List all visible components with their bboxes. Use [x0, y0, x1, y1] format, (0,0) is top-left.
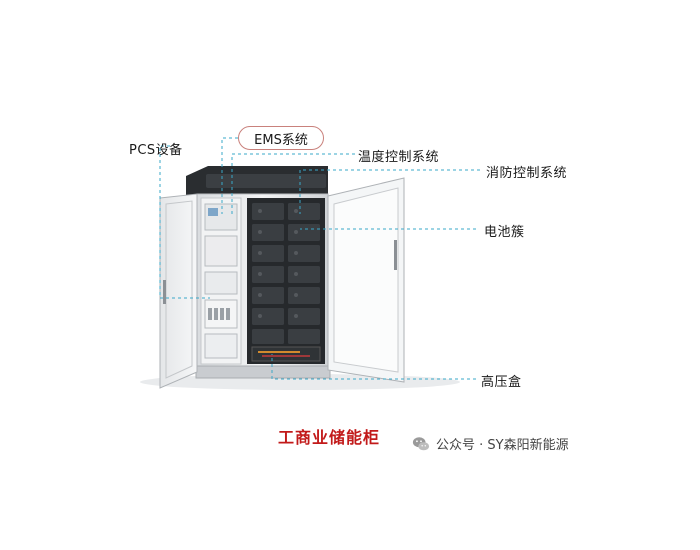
label-high-voltage-box: 高压盒	[481, 375, 522, 390]
label-battery-cluster: 电池簇	[484, 225, 525, 240]
label-fire-control: 消防控制系统	[486, 166, 568, 181]
left-door	[159, 193, 198, 389]
label-pcs: PCS设备	[129, 143, 183, 158]
watermark: 公众号 · SY森阳新能源	[412, 434, 569, 453]
watermark-text: 公众号 · SY森阳新能源	[436, 438, 569, 453]
wechat-icon	[412, 436, 430, 450]
label-ems: EMS系统	[238, 126, 324, 150]
battery-modules	[252, 203, 320, 344]
callout-lines	[159, 137, 480, 380]
label-temperature-control: 温度控制系统	[358, 150, 440, 165]
high-voltage-box	[251, 346, 321, 362]
cabinet-base	[195, 365, 331, 379]
caption-title: 工商业储能柜	[278, 428, 381, 447]
